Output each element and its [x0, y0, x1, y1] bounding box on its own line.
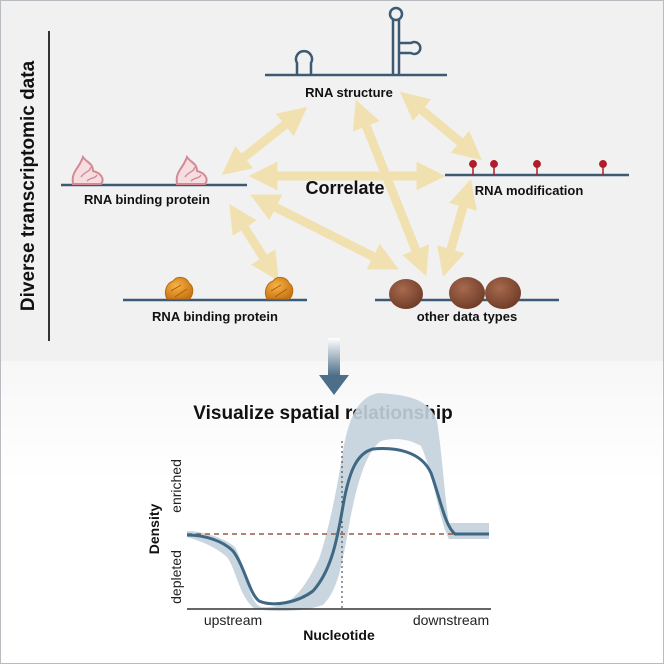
- density-plot: Density enriched depleted upstream downs…: [146, 393, 491, 643]
- arrow-rbp-other: [250, 194, 399, 270]
- rbp-bottom-track: RNA binding protein: [123, 276, 307, 324]
- y-top-label: enriched: [168, 459, 184, 513]
- rbp-top-track: RNA binding protein: [61, 154, 247, 207]
- down-arrow-icon: [319, 338, 349, 395]
- density-line: [186, 447, 489, 606]
- rna-structure-label: RNA structure: [305, 85, 393, 100]
- blob-icon: [449, 277, 485, 309]
- arrow-structure-rbp: [221, 107, 308, 175]
- confidence-band: [187, 393, 489, 612]
- x-right-label: downstream: [413, 612, 489, 628]
- arrow-rbp-rbp: [229, 203, 279, 282]
- other-data-track: other data types: [375, 277, 559, 324]
- x-left-label: upstream: [204, 612, 262, 628]
- rbp-top-label: RNA binding protein: [84, 192, 210, 207]
- side-title: Diverse transcriptomic data: [18, 60, 39, 311]
- stem-loop-icon: [388, 6, 404, 22]
- correlate-label: Correlate: [305, 178, 384, 198]
- arrow-structure-modification: [399, 91, 483, 161]
- rna-modification-label: RNA modification: [475, 183, 584, 198]
- arrow-modification-other: [437, 179, 477, 277]
- rbp-bottom-label: RNA binding protein: [152, 309, 278, 324]
- rna-structure-track: RNA structure: [265, 6, 447, 100]
- rbp-protein-icon: [264, 276, 294, 300]
- rna-modification-track: RNA modification: [445, 160, 629, 198]
- x-axis-label: Nucleotide: [303, 627, 375, 643]
- blob-icon: [485, 277, 521, 309]
- y-bottom-label: depleted: [168, 550, 184, 604]
- stem-icon: [391, 19, 401, 75]
- modification-pin-icons: [469, 160, 607, 175]
- blob-icon: [389, 279, 423, 309]
- side-loop-icon: [399, 40, 422, 56]
- hairpin-loop-icon: [294, 49, 314, 75]
- rbp-protein-icon: [164, 276, 194, 300]
- y-axis-label: Density: [146, 504, 162, 555]
- correlation-arrows: [221, 91, 483, 282]
- other-data-label: other data types: [417, 309, 517, 324]
